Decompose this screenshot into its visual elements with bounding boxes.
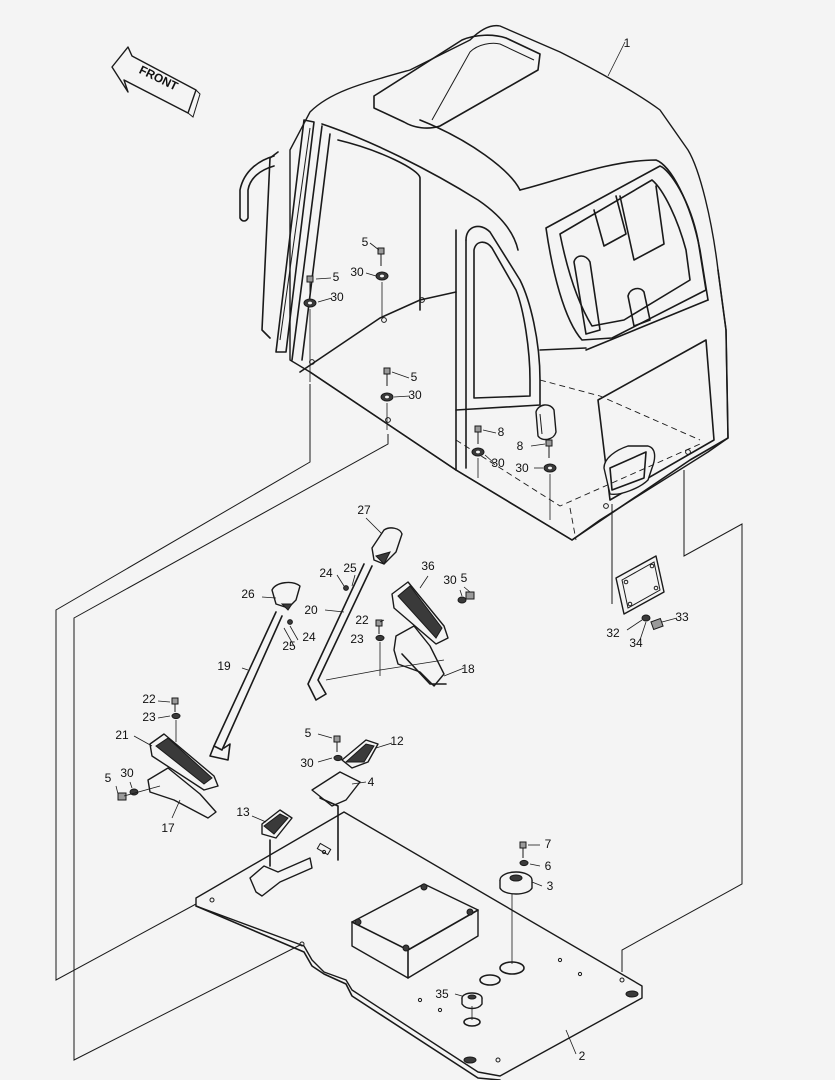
callout-bracket-4: 4 xyxy=(368,775,375,789)
callout-n19: 19 xyxy=(217,659,231,673)
callout-n12: 12 xyxy=(390,734,404,748)
callout-w30g: 30 xyxy=(300,756,314,770)
callout-w30c: 30 xyxy=(408,388,422,402)
callout-n35: 35 xyxy=(435,987,449,1001)
callout-n17: 17 xyxy=(161,821,175,835)
callout-w30f: 30 xyxy=(443,573,457,587)
pedal-36 xyxy=(325,575,475,687)
cab-assembly xyxy=(239,24,729,541)
callout-n6: 6 xyxy=(545,859,552,873)
pedal-21 xyxy=(115,697,219,819)
callout-n24a: 24 xyxy=(319,566,333,580)
callout-w30d: 30 xyxy=(491,456,505,470)
callout-n36: 36 xyxy=(421,559,435,573)
callout-mount-3: 3 xyxy=(547,879,554,893)
callout-n21: 21 xyxy=(115,728,129,742)
callout-n32: 32 xyxy=(606,626,620,640)
cab-bolts xyxy=(303,41,626,520)
callout-n23a: 23 xyxy=(350,632,364,646)
callout-w30e: 30 xyxy=(515,461,529,475)
callout-n24b: 24 xyxy=(302,630,316,644)
floor-plate-2 xyxy=(195,811,643,1080)
callout-n13: 13 xyxy=(236,805,250,819)
callout-w30b: 30 xyxy=(330,290,344,304)
lever-20 xyxy=(307,517,403,701)
mount-3 xyxy=(499,841,543,964)
callout-n8a: 8 xyxy=(498,425,505,439)
cover-plate-32 xyxy=(615,555,678,641)
callout-b5e: 5 xyxy=(305,726,312,740)
callout-n22a: 22 xyxy=(355,613,369,627)
callout-n27: 27 xyxy=(357,503,371,517)
grommet-35 xyxy=(454,992,483,1020)
callout-n26: 26 xyxy=(241,587,255,601)
front-arrow-icon: FRONT xyxy=(111,46,201,118)
callout-floor-plate: 2 xyxy=(579,1049,586,1063)
callout-b5a: 5 xyxy=(362,235,369,249)
callout-n7: 7 xyxy=(545,837,552,851)
pedal-12 xyxy=(311,733,393,861)
callout-w30h: 30 xyxy=(120,766,134,780)
callout-n18: 18 xyxy=(461,662,475,676)
callout-n20: 20 xyxy=(304,603,318,617)
callout-b5d: 5 xyxy=(461,571,468,585)
callout-labels: 1234555555678812131718192021222223232424… xyxy=(105,36,689,1063)
callout-n23b: 23 xyxy=(142,710,156,724)
lever-19 xyxy=(209,581,301,761)
callout-n8b: 8 xyxy=(517,439,524,453)
callout-n22b: 22 xyxy=(142,692,156,706)
callout-b5c: 5 xyxy=(411,370,418,384)
pedal-13 xyxy=(249,809,313,897)
callout-b5b: 5 xyxy=(333,270,340,284)
callout-n25b: 25 xyxy=(282,639,296,653)
alignment-lines xyxy=(55,384,743,1061)
callout-n34: 34 xyxy=(629,636,643,650)
callout-n25a: 25 xyxy=(343,561,357,575)
callout-b5f: 5 xyxy=(105,771,112,785)
callout-w30a: 30 xyxy=(350,265,364,279)
callout-n33: 33 xyxy=(675,610,689,624)
callout-cab: 1 xyxy=(624,36,631,50)
